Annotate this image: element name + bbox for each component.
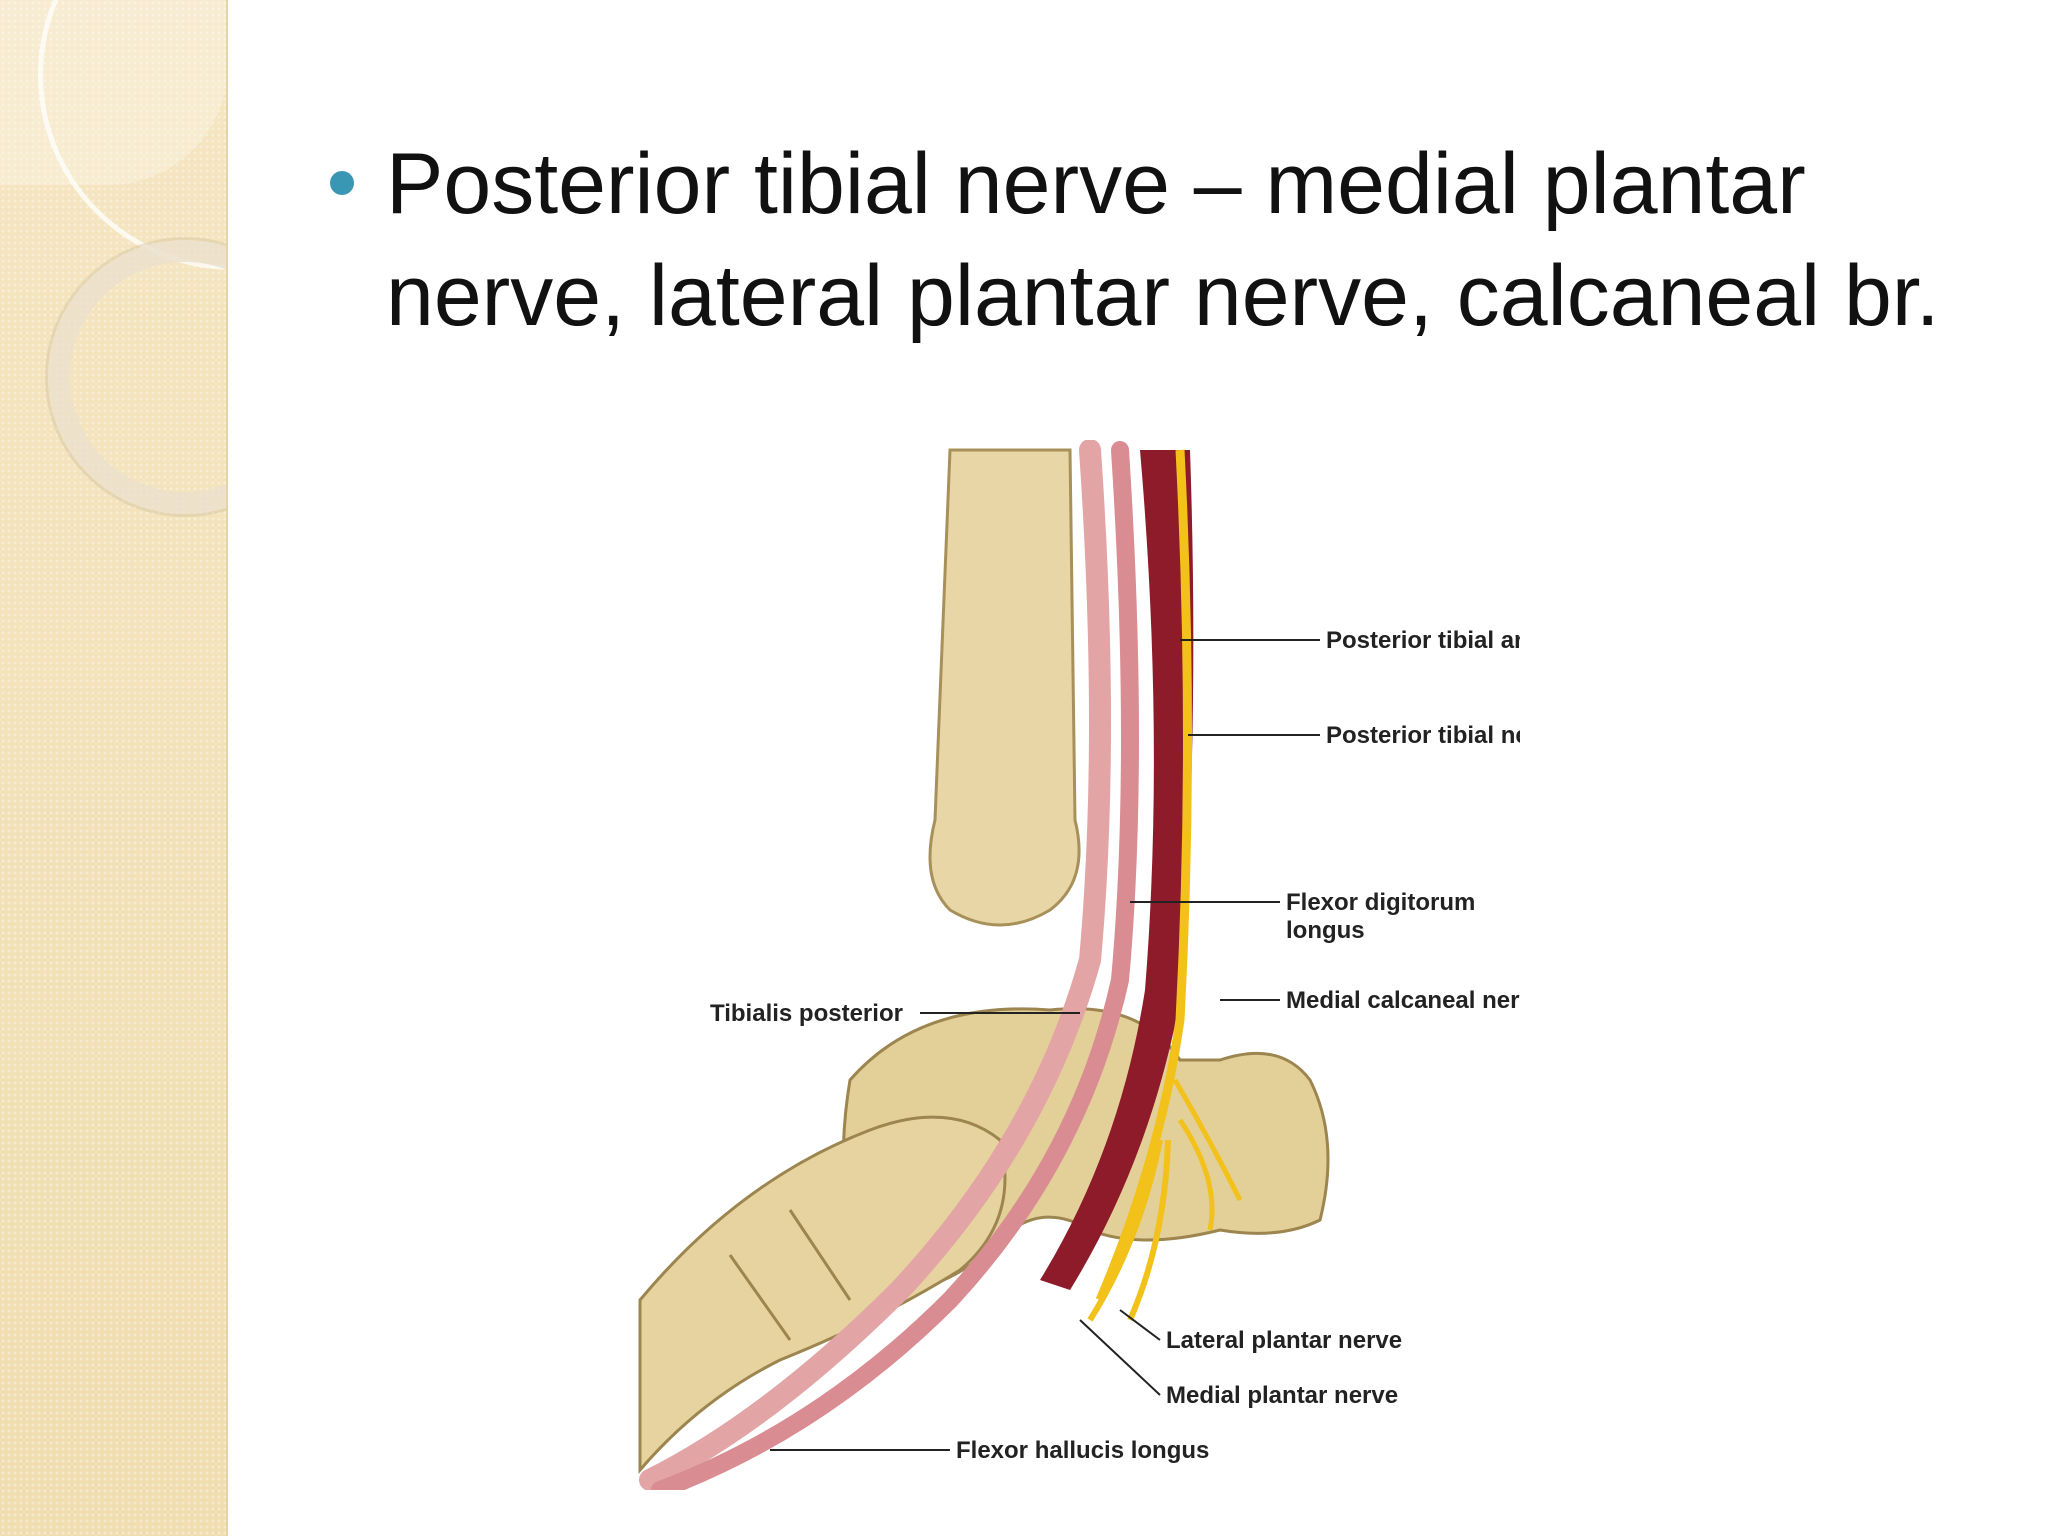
ankle-anatomy-illustration: Posterior tibial artery Posterior tibial… (638, 440, 1520, 1490)
label-medial-plantar-nerve: Medial plantar nerve (1166, 1382, 1398, 1409)
posterior-tibial-artery (1040, 450, 1194, 1290)
plantar-nerve-branches (1087, 1139, 1171, 1322)
label-flexor-digitorum-line1: Flexor digitorum (1286, 889, 1475, 916)
decorative-sidebar (0, 0, 228, 1536)
ankle-anatomy-figure: Posterior tibial artery Posterior tibial… (620, 440, 1520, 1490)
label-posterior-tibial-nerve: Posterior tibial nerve (1326, 722, 1520, 749)
label-posterior-tibial-artery: Posterior tibial artery (1326, 627, 1520, 654)
label-flexor-hallucis-longus: Flexor hallucis longus (956, 1437, 1209, 1464)
leader-line-lateral-plantar (1119, 1309, 1161, 1341)
midfoot-bones (638, 1115, 1007, 1475)
tibia-bone (928, 448, 1081, 927)
sidebar-edge (226, 0, 228, 1536)
posterior-tibial-nerve (1095, 449, 1192, 1302)
bullet-dot-icon (330, 171, 354, 195)
leader-line-medial-plantar (1079, 1319, 1161, 1396)
bullet-item: Posterior tibial nerve – medial plantar … (330, 128, 1990, 352)
label-tibialis-posterior: Tibialis posterior (710, 1000, 903, 1027)
bone-joint-lines (728, 1209, 852, 1341)
label-flexor-digitorum-line2: longus (1286, 917, 1365, 944)
flexor-hallucis-tendon (651, 441, 1139, 1490)
tibialis-posterior-tendon (639, 440, 1111, 1490)
bullet-text: Posterior tibial nerve – medial plantar … (386, 136, 1940, 344)
decorative-ring-large (38, 0, 228, 270)
label-medial-calcaneal-nerve: Medial calcaneal nerve (1286, 987, 1520, 1014)
decorative-ring-small (48, 240, 228, 514)
label-lateral-plantar-nerve: Lateral plantar nerve (1166, 1327, 1402, 1354)
medial-calcaneal-nerve-branches (1172, 1078, 1243, 1231)
